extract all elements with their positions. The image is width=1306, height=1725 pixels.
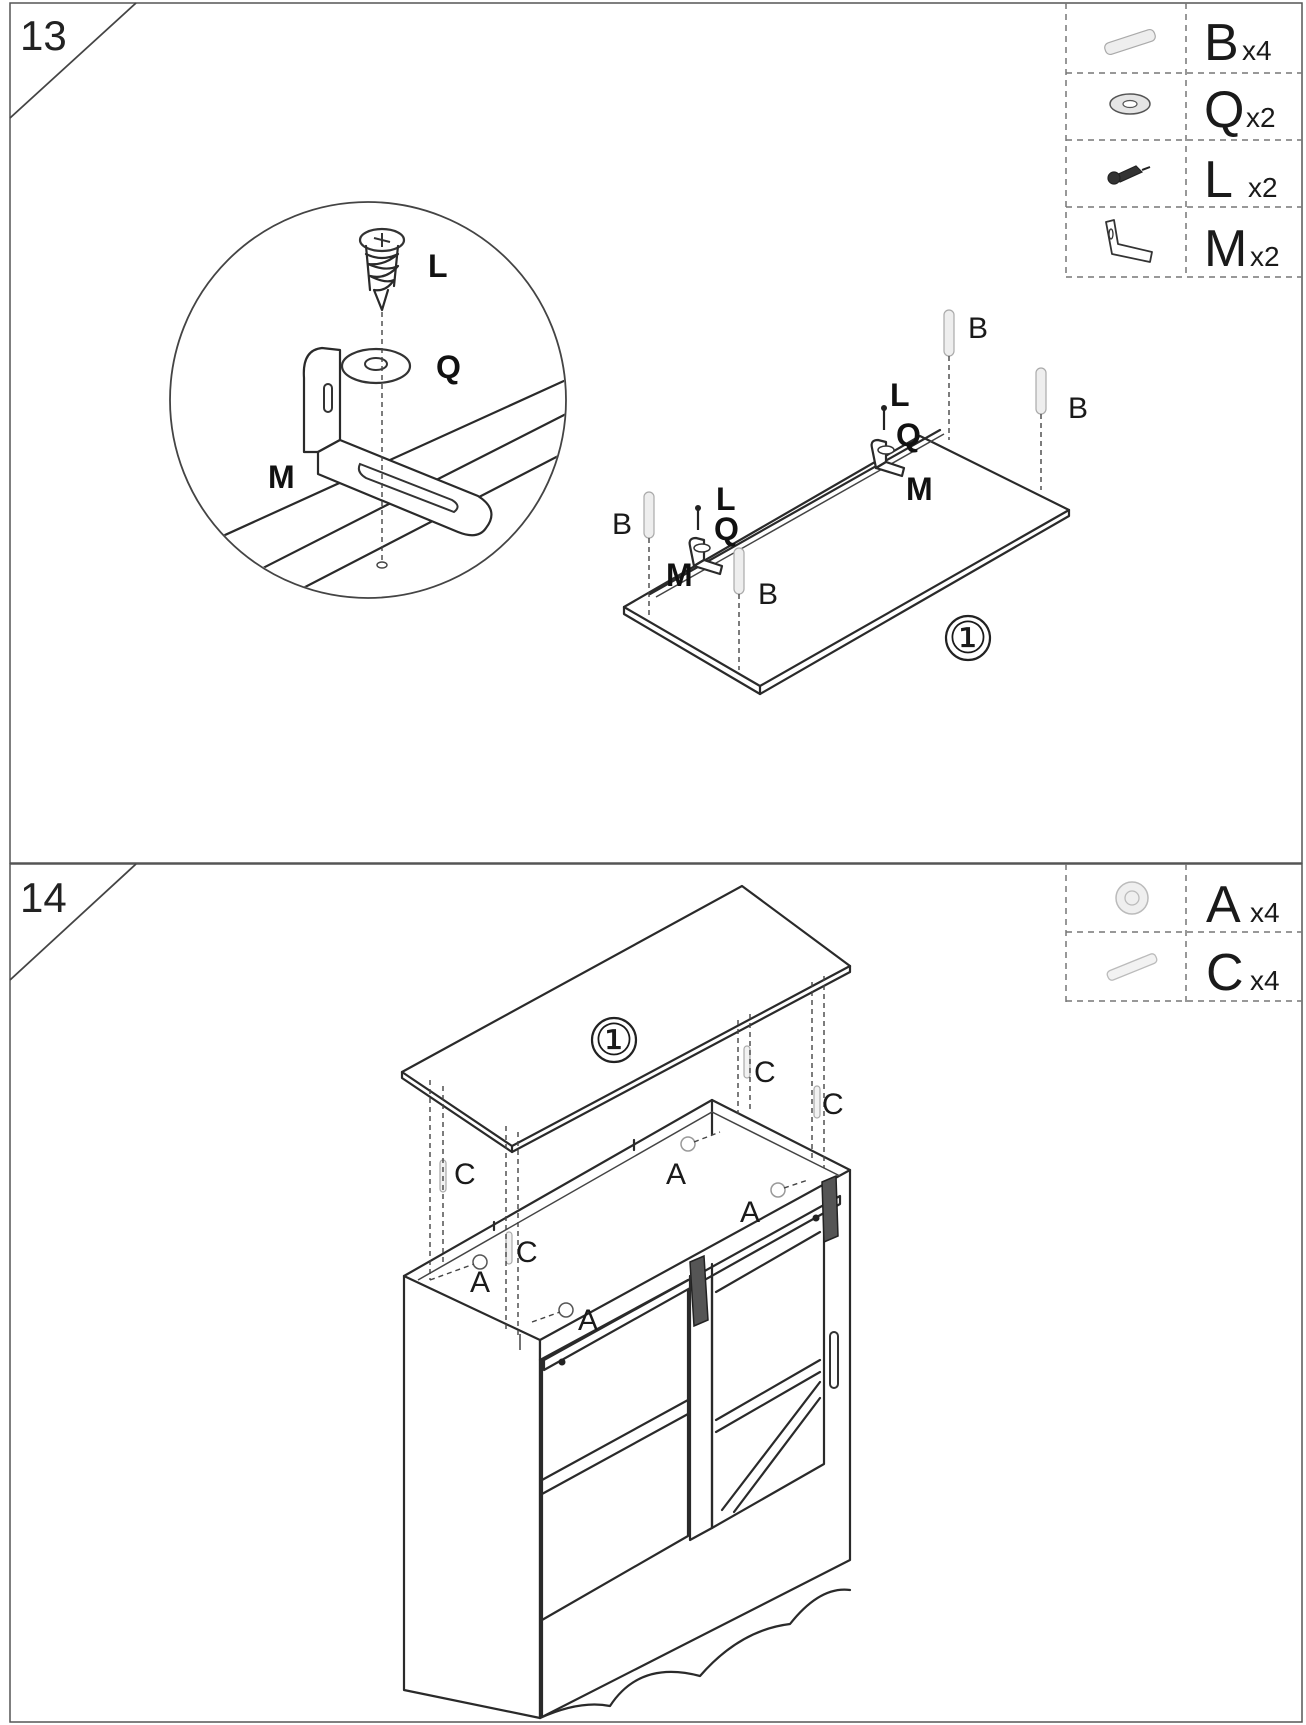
part-qty-l: x2 [1248,172,1278,203]
dowel-b-2 [733,547,745,670]
screw-detail [358,227,406,312]
parts-table-step-13: B x4 Q x2 L x2 M x2 [1065,3,1302,278]
part-letter-q: Q [1204,81,1244,139]
cam-bolt-c-1 [429,1080,447,1280]
cam-lock-a-1 [429,1254,488,1281]
assembly-ref-1-step14: ① [594,1015,633,1066]
dowel-b-3 [943,309,955,440]
callout-b-3: B [968,312,988,345]
part-letter-l: L [1204,151,1233,209]
callout-l-2: L [890,377,910,413]
step-number-14: 14 [20,874,67,921]
wooden-dowel-icon [1104,28,1156,56]
door-hanger-2 [821,1174,839,1244]
callout-q-2: Q [896,417,921,453]
label-screw-l: L [428,248,448,284]
bracket-assembly-2 [870,405,906,478]
callout-b-1: B [612,508,632,541]
part-letter-a: A [1206,876,1241,934]
callout-a-1: A [470,1266,490,1299]
callout-b-2: B [758,578,778,611]
door-hanger-1 [688,1254,714,1542]
step-number-13: 13 [20,12,67,59]
parts-table-step-14: A x4 C x4 [1065,864,1302,1002]
cam-bolt-c-3 [737,1014,751,1114]
bracket-detail-callout: L Q M [169,201,567,599]
assembly-ref-1-step13: ① [948,613,987,664]
step-13-panel: 13 [9,2,1303,864]
l-bracket-icon [1105,219,1153,263]
part-qty-c: x4 [1250,965,1280,996]
screw-icon [1107,165,1151,185]
dowel-b-1 [643,491,655,616]
callout-c-1: C [454,1158,476,1191]
callout-c-2: C [516,1236,538,1269]
part-qty-q: x2 [1246,102,1276,133]
top-panel-1: B B B B L Q M L Q M ① [612,309,1088,696]
part-qty-m: x2 [1250,241,1280,272]
cam-lock-a-3 [680,1131,721,1152]
part-letter-c: C [1206,944,1244,1002]
callout-m-2: M [906,471,933,507]
callout-a-4: A [740,1196,760,1229]
callout-l-1: L [716,481,736,517]
step-14-panel: 14 [9,863,1303,1723]
callout-a-2: A [578,1304,598,1337]
cam-bolt-c-2 [505,1126,519,1338]
part-letter-m: M [1204,220,1247,278]
cam-lock-a-4 [770,1179,809,1198]
part-qty-a: x4 [1250,897,1280,928]
cam-bolt-c-4 [811,976,825,1168]
dowel-b-4 [1035,367,1047,490]
callout-a-3: A [666,1158,686,1191]
part-qty-b: x4 [1242,35,1272,66]
washer-icon [1109,93,1151,115]
cam-lock-a-2 [531,1302,574,1323]
callout-b-4: B [1068,392,1088,425]
callout-q-1: Q [714,511,739,547]
label-bracket-m: M [268,459,295,495]
label-washer-q: Q [436,349,461,385]
cam-lock-icon [1115,881,1149,915]
cabinet-assembly: ① C C C C A A A A [400,884,852,1720]
callout-m-1: M [666,557,693,593]
callout-c-4: C [822,1088,844,1121]
part-letter-b: B [1204,14,1239,72]
bracket-assembly-1 [688,505,724,576]
cam-bolt-icon [1106,953,1158,981]
callout-c-3: C [754,1056,776,1089]
